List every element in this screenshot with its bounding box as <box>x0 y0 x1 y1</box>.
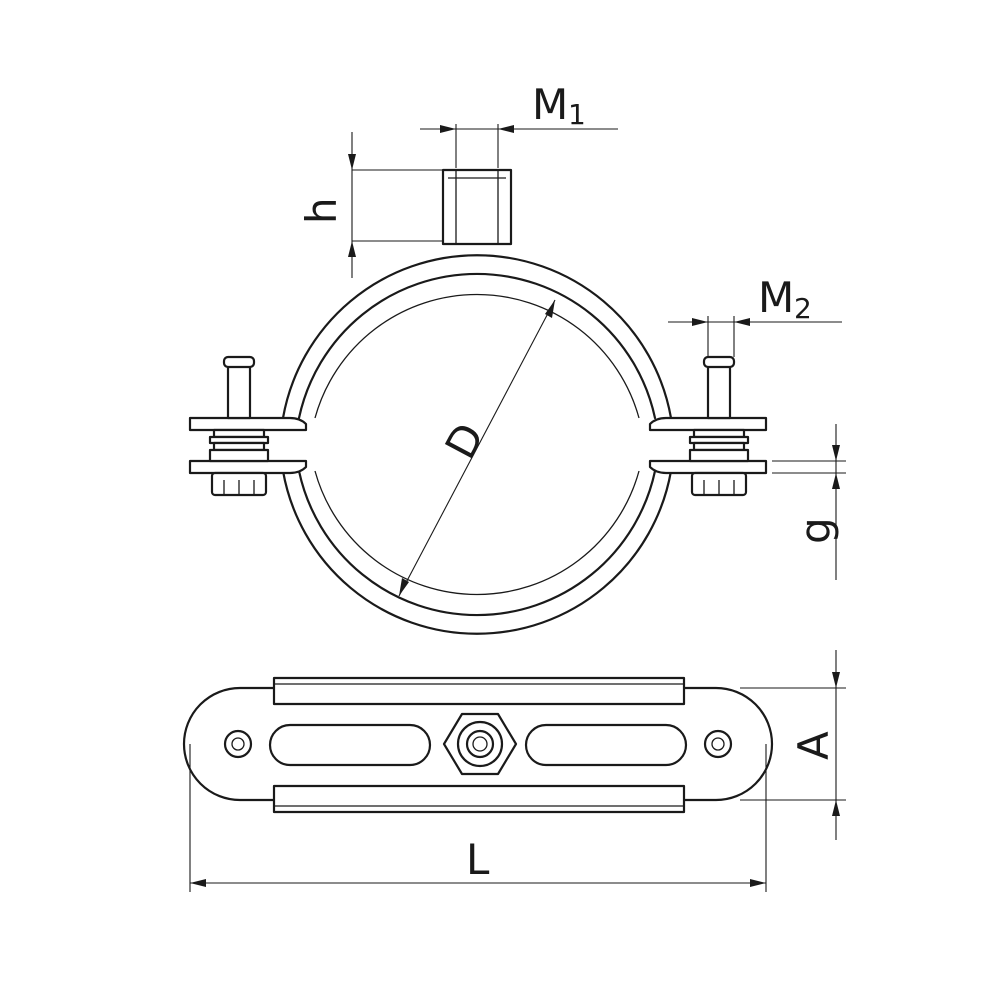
bolt-hole-left <box>223 729 253 759</box>
top-view: A L <box>182 650 846 892</box>
bolt-hole-right <box>703 729 733 759</box>
clamp-outer-band <box>281 254 673 635</box>
band-rail-top <box>272 676 686 706</box>
clamp-liner-edge <box>314 293 640 596</box>
right-bolt-assembly <box>648 355 768 497</box>
slot-left <box>268 723 432 767</box>
label-g: g <box>791 517 840 544</box>
label-a: A <box>789 731 838 760</box>
dimension-m2 <box>668 316 842 357</box>
clamp-inner-liner <box>297 272 657 617</box>
dimension-h <box>348 132 443 278</box>
dimension-a <box>740 650 846 840</box>
label-m1: M <box>532 80 568 129</box>
dimension-g <box>772 424 846 580</box>
front-view: M 1 h M 2 D <box>188 80 846 635</box>
label-l: L <box>466 835 490 884</box>
band-rail-bottom <box>272 784 686 814</box>
dimension-m1 <box>420 124 618 168</box>
label-h: h <box>297 197 346 224</box>
label-d: D <box>436 415 494 467</box>
left-bolt-assembly <box>188 355 308 497</box>
label-m1-subscript: 1 <box>568 98 586 131</box>
label-m2-subscript: 2 <box>794 292 812 325</box>
dimension-l <box>189 744 767 892</box>
label-m2: M <box>758 273 794 322</box>
dimension-d <box>398 299 556 597</box>
weld-nut <box>441 168 513 246</box>
slot-right <box>524 723 688 767</box>
hex-nut <box>442 712 518 776</box>
